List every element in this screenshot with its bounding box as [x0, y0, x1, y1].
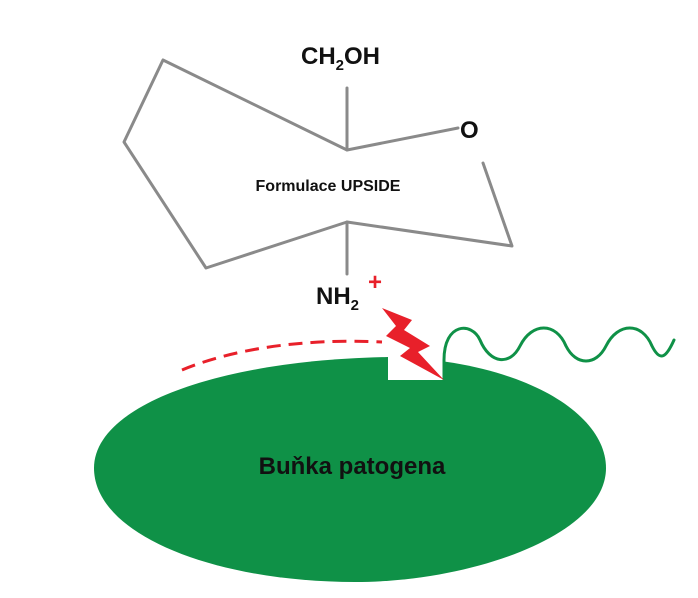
molecule-name: Formulace UPSIDE: [256, 178, 401, 195]
top-group-subscript: 2: [336, 57, 344, 74]
amine-label: NH2: [316, 283, 359, 314]
dashed-arc: [181, 339, 383, 372]
amine-charge: +: [368, 269, 382, 296]
top-group-label: CH2OH: [301, 43, 380, 74]
ring-outline: [122, 58, 514, 270]
amine-subscript: 2: [351, 297, 359, 314]
pathogen-cell: [94, 357, 606, 582]
lightning-bolt-icon: [382, 308, 444, 380]
cell-label: Buňka patogena: [259, 453, 446, 480]
ring-oxygen-label: O: [460, 117, 479, 144]
sugar-ring: [122, 58, 514, 276]
cell-wave: [442, 326, 676, 382]
